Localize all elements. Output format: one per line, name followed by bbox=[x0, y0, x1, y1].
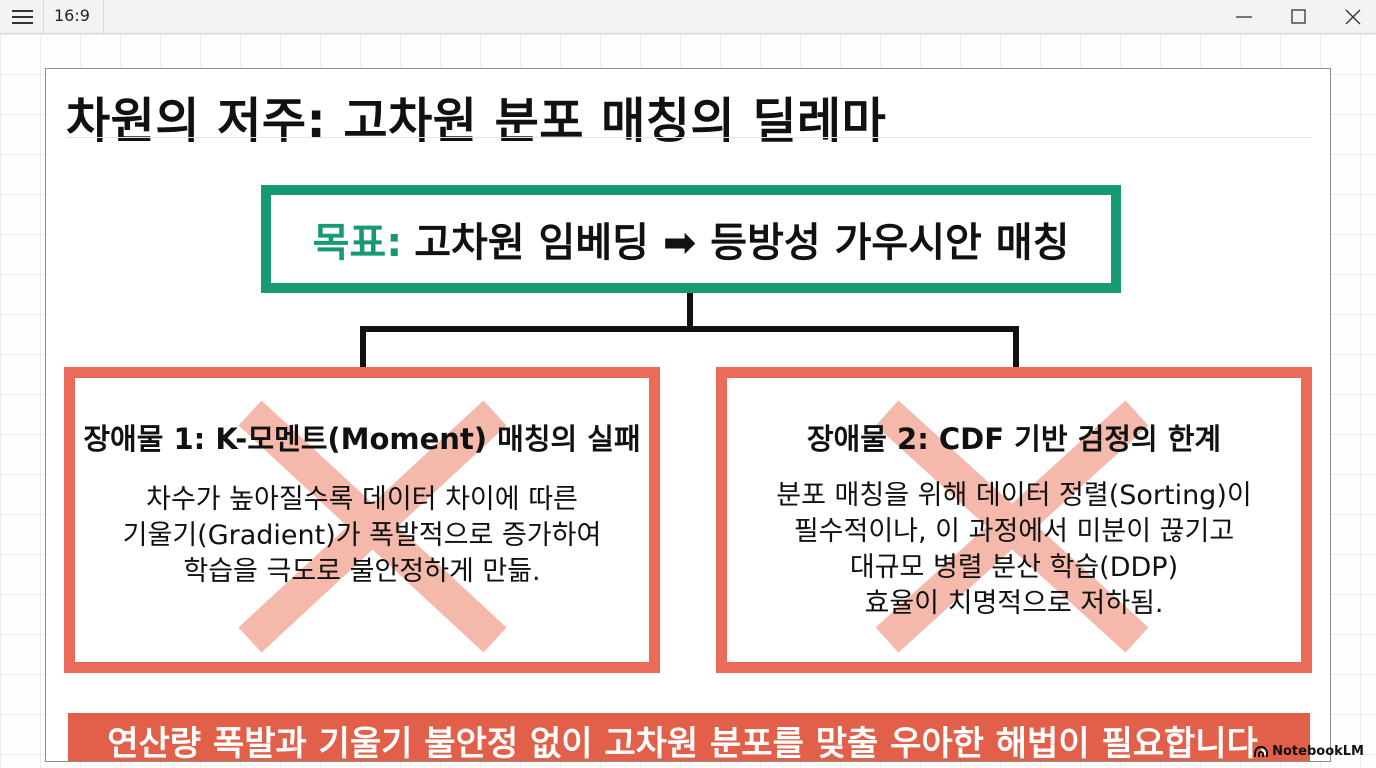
goal-label: 목표: bbox=[312, 220, 403, 266]
hamburger-icon bbox=[12, 10, 33, 12]
notebooklm-logo-icon bbox=[1254, 745, 1269, 757]
conclusion-banner: 연산량 폭발과 기울기 불안정 없이 고차원 분포를 맞출 우아한 해법이 필요… bbox=[68, 713, 1310, 761]
close-icon bbox=[1345, 9, 1361, 25]
obstacle-2-line-2: 필수적이나, 이 과정에서 미분이 끊기고 bbox=[793, 516, 1235, 547]
slide-title: 차원의 저주: 고차원 분포 매칭의 딜레마 bbox=[66, 93, 887, 149]
goal-text: 고차원 임베딩 ➡ 등방성 가우시안 매칭 bbox=[414, 220, 1070, 266]
obstacle-2-line-1: 분포 매칭을 위해 데이터 정렬(Sorting)이 bbox=[776, 480, 1252, 511]
connector-stem bbox=[687, 293, 693, 329]
obstacle-1-description: 차수가 높아질수록 데이터 차이에 따른 기울기(Gradient)가 폭발적으… bbox=[75, 482, 649, 590]
goal-box: 목표: 고차원 임베딩 ➡ 등방성 가우시안 매칭 bbox=[261, 185, 1121, 293]
maximize-button[interactable] bbox=[1272, 0, 1326, 33]
title-bar-divider bbox=[103, 0, 104, 33]
obstacle-2-heading: 장애물 2: CDF 기반 검정의 한계 bbox=[806, 422, 1222, 456]
minimize-icon bbox=[1236, 16, 1252, 18]
obstacle-1-heading: 장애물 1: K-모멘트(Moment) 매칭의 실패 bbox=[83, 422, 641, 456]
obstacle-1-line-3: 학습을 극도로 불안정하게 만듦. bbox=[183, 556, 541, 587]
connector-bar bbox=[360, 326, 1019, 332]
aspect-ratio-selector[interactable]: 16:9 bbox=[54, 6, 90, 25]
hamburger-menu-button[interactable] bbox=[0, 0, 44, 33]
obstacle-card-1: 장애물 1: K-모멘트(Moment) 매칭의 실패 차수가 높아질수록 데이… bbox=[64, 367, 660, 673]
obstacle-1-line-1: 차수가 높아질수록 데이터 차이에 따른 bbox=[146, 484, 578, 515]
title-divider bbox=[66, 137, 1312, 138]
connector-right-drop bbox=[1013, 326, 1019, 368]
obstacle-2-description: 분포 매칭을 위해 데이터 정렬(Sorting)이 필수적이나, 이 과정에서… bbox=[727, 478, 1301, 622]
slide: 차원의 저주: 고차원 분포 매칭의 딜레마 목표: 고차원 임베딩 ➡ 등방성… bbox=[45, 68, 1331, 762]
canvas-area: 차원의 저주: 고차원 분포 매칭의 딜레마 목표: 고차원 임베딩 ➡ 등방성… bbox=[0, 34, 1376, 768]
minimize-button[interactable] bbox=[1217, 0, 1271, 33]
obstacle-1-line-2: 기울기(Gradient)가 폭발적으로 증가하여 bbox=[122, 520, 602, 551]
cross-mark-icon bbox=[875, 400, 1149, 653]
cross-mark-icon bbox=[238, 400, 507, 653]
maximize-icon bbox=[1291, 9, 1306, 24]
obstacle-2-line-4: 효율이 치명적으로 저하됨. bbox=[864, 588, 1164, 619]
title-bar: 16:9 bbox=[0, 0, 1376, 34]
obstacle-card-2: 장애물 2: CDF 기반 검정의 한계 분포 매칭을 위해 데이터 정렬(So… bbox=[716, 367, 1312, 673]
watermark-label: NotebookLM bbox=[1272, 744, 1364, 759]
close-button[interactable] bbox=[1326, 0, 1376, 33]
obstacle-2-line-3: 대규모 병렬 분산 학습(DDP) bbox=[849, 552, 1179, 583]
connector-left-drop bbox=[360, 326, 366, 368]
notebooklm-watermark: NotebookLM bbox=[1254, 744, 1364, 759]
